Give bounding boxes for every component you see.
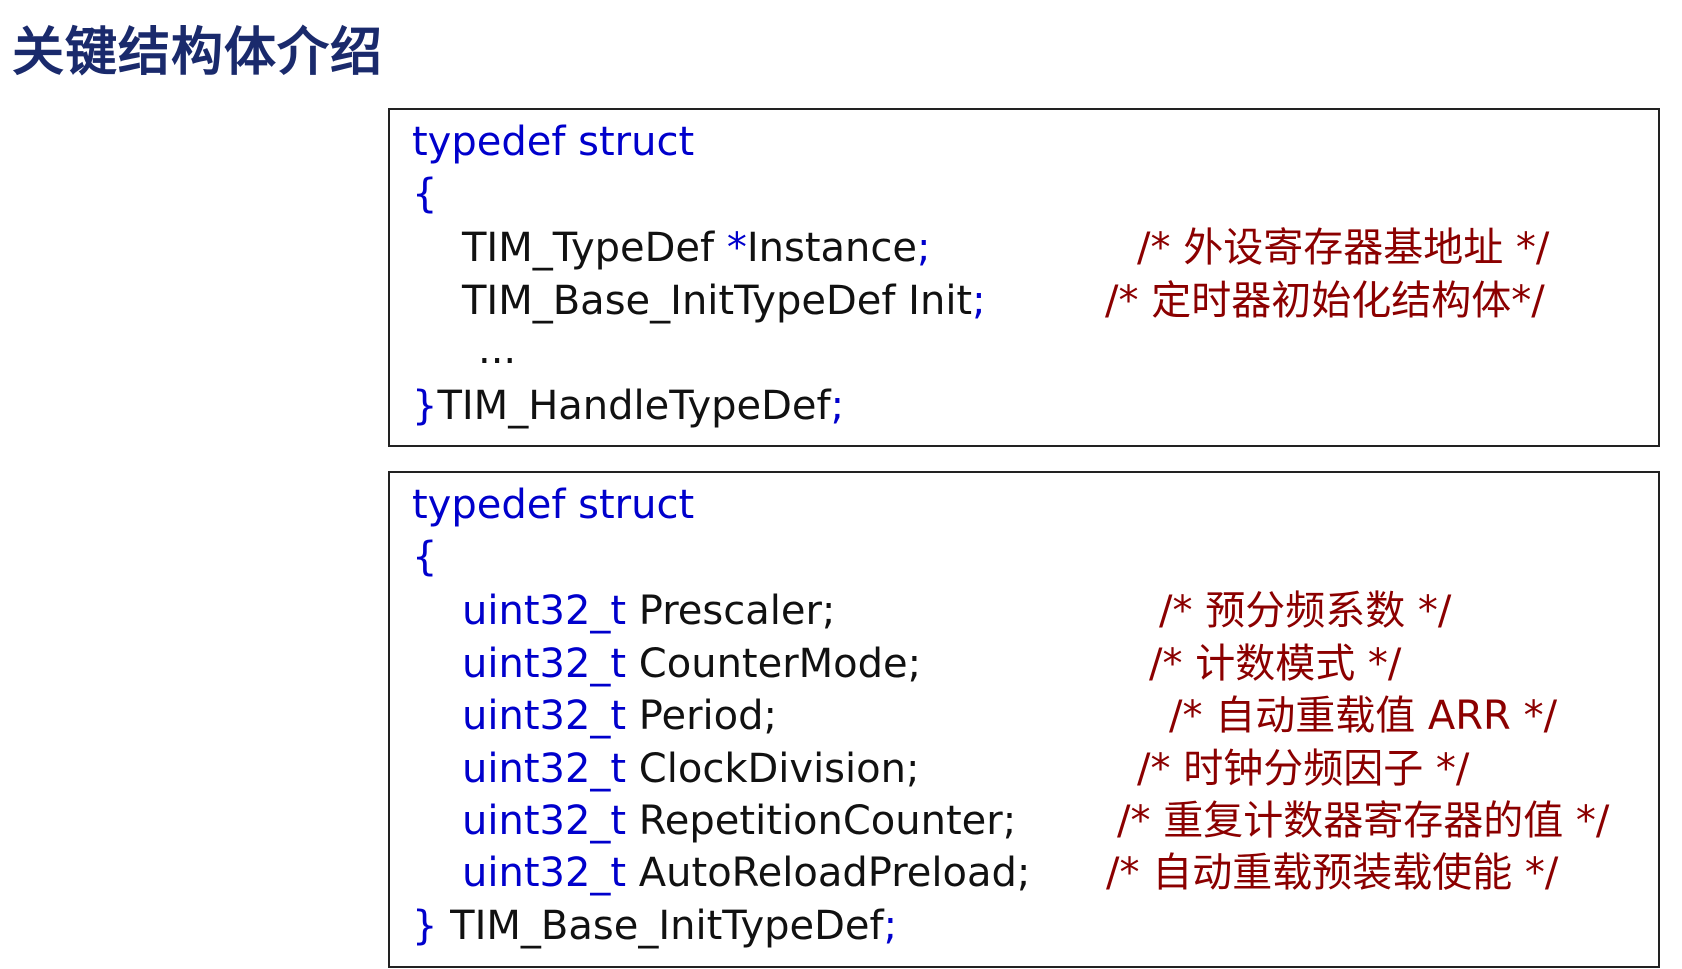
closing-line: } TIM_Base_InitTypeDef; <box>412 900 897 952</box>
member-line: TIM_Base_InitTypeDef Init; /* 定时器初始化结构体*… <box>462 275 1642 327</box>
member-pointer: * <box>726 225 747 271</box>
member-semicolon: ; <box>972 278 986 324</box>
member-comment: /* 定时器初始化结构体*/ <box>1105 278 1545 324</box>
member-name: Instance <box>746 225 917 271</box>
page-title: 关键结构体介绍 <box>12 23 384 83</box>
member-semicolon: ; <box>1016 850 1031 896</box>
member-semicolon: ; <box>907 641 922 687</box>
closing-line: }TIM_HandleTypeDef; <box>412 380 844 432</box>
close-brace: } <box>412 383 438 429</box>
member-semicolon: ; <box>821 588 836 634</box>
typedef-struct-line: typedef struct <box>412 479 694 531</box>
typedef-keyword: typedef struct <box>412 482 695 528</box>
member-type: uint32_t <box>462 798 627 844</box>
open-brace: { <box>412 534 438 580</box>
open-brace-line: { <box>412 531 437 583</box>
member-name: CounterMode <box>626 641 908 687</box>
code-block-base-init-typedef: typedef struct { uint32_t Prescaler; /* … <box>388 471 1660 968</box>
member-semicolon: ; <box>763 693 778 739</box>
member-type: uint32_t <box>462 746 627 792</box>
end-semicolon: ; <box>830 383 845 429</box>
member-name: Init <box>908 278 973 324</box>
ellipsis-line: ... <box>478 324 516 376</box>
member-name: RepetitionCounter <box>626 798 1003 844</box>
member-line: TIM_TypeDef *Instance; /* 外设寄存器基地址 */ <box>462 222 1642 274</box>
member-type: uint32_t <box>462 693 627 739</box>
member-name: Period <box>626 693 764 739</box>
member-name: ClockDivision <box>626 746 906 792</box>
member-type: TIM_Base_InitTypeDef <box>462 278 909 324</box>
code-block-handle-typedef: typedef struct { TIM_TypeDef *Instance; … <box>388 108 1660 447</box>
member-comment: /* 外设寄存器基地址 */ <box>1137 225 1550 271</box>
member-line: uint32_t Period; /* 自动重载值 ARR */ <box>462 690 1642 742</box>
member-name: AutoReloadPreload <box>626 850 1017 896</box>
member-name: Prescaler <box>626 588 822 634</box>
member-line: uint32_t RepetitionCounter; /* 重复计数器寄存器的… <box>462 795 1642 847</box>
member-comment: /* 重复计数器寄存器的值 */ <box>1117 798 1610 844</box>
member-line: uint32_t CounterMode; /* 计数模式 */ <box>462 638 1642 690</box>
open-brace-line: { <box>412 168 437 220</box>
member-line: uint32_t AutoReloadPreload; /* 自动重载预装载使能… <box>462 847 1642 899</box>
member-comment: /* 自动重载值 ARR */ <box>1169 693 1558 739</box>
member-type: uint32_t <box>462 850 627 896</box>
ellipsis: ... <box>478 327 517 373</box>
member-line: uint32_t Prescaler; /* 预分频系数 */ <box>462 585 1642 637</box>
member-semicolon: ; <box>916 225 931 271</box>
struct-typename: TIM_Base_InitTypeDef <box>437 903 884 949</box>
member-line: uint32_t ClockDivision; /* 时钟分频因子 */ <box>462 743 1642 795</box>
struct-typename: TIM_HandleTypeDef <box>437 383 831 429</box>
member-semicolon: ; <box>905 746 920 792</box>
typedef-struct-line: typedef struct <box>412 116 694 168</box>
typedef-keyword: typedef struct <box>412 119 695 165</box>
member-type: uint32_t <box>462 588 627 634</box>
member-type: uint32_t <box>462 641 627 687</box>
member-semicolon: ; <box>1002 798 1017 844</box>
member-comment: /* 预分频系数 */ <box>1159 588 1452 634</box>
member-comment: /* 时钟分频因子 */ <box>1137 746 1470 792</box>
open-brace: { <box>412 171 438 217</box>
member-comment: /* 计数模式 */ <box>1149 641 1402 687</box>
end-semicolon: ; <box>883 903 898 949</box>
close-brace: } <box>412 903 438 949</box>
member-type: TIM_TypeDef <box>462 225 727 271</box>
member-comment: /* 自动重载预装载使能 */ <box>1106 850 1559 896</box>
